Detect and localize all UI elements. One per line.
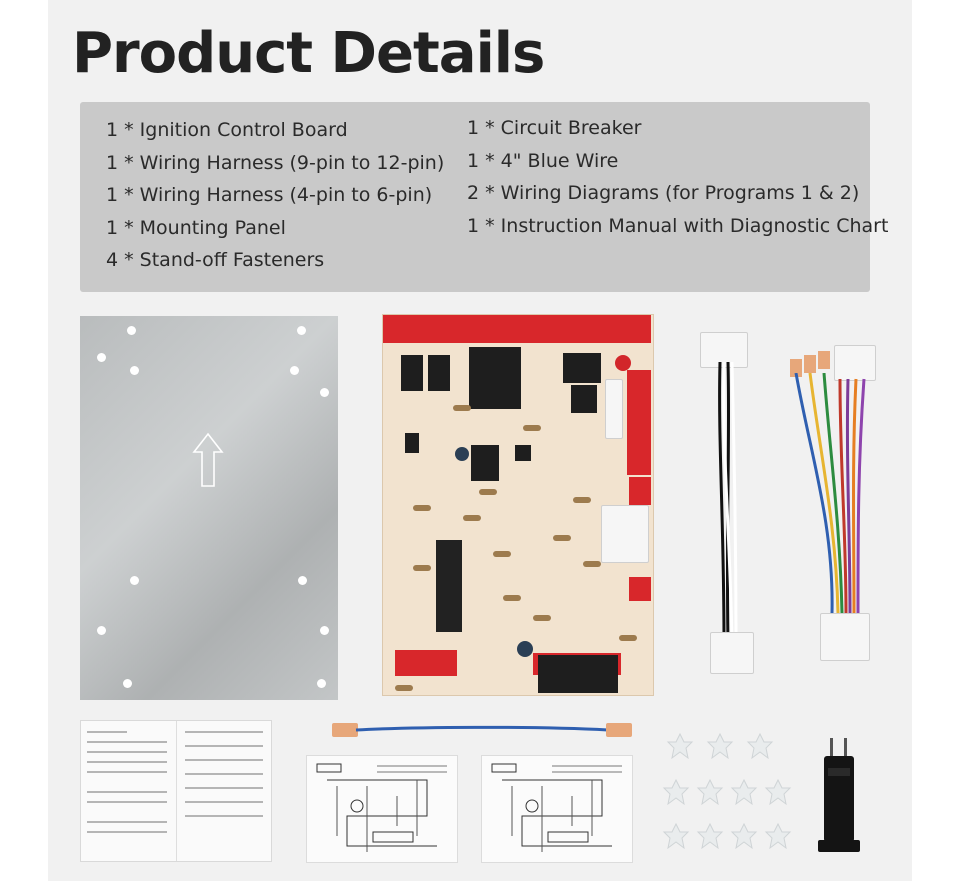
capacitor (517, 641, 533, 657)
connector (820, 613, 870, 661)
list-item: 4 * Stand-off Fasteners (106, 249, 325, 271)
list-item: 1 * Wiring Harness (9-pin to 12-pin) (106, 151, 445, 174)
board-ds-strip (395, 650, 457, 676)
board-top-terminal-strip (383, 315, 651, 343)
manual-line (87, 801, 167, 803)
panel-hole (130, 576, 139, 585)
connector (605, 379, 623, 439)
transistor (571, 385, 597, 413)
spade-terminal (804, 355, 816, 373)
wiring-diagram-1-image (306, 755, 458, 863)
board-24v-strip (629, 477, 651, 505)
panel-hole (320, 388, 329, 397)
circuit-breaker-image (818, 738, 860, 852)
list-item: 1 * Ignition Control Board (106, 119, 348, 141)
manual-line (87, 831, 167, 833)
manual-line (87, 761, 167, 763)
manual-line (87, 791, 167, 793)
manual-line (185, 759, 263, 761)
relay (563, 353, 601, 383)
spade-terminal (818, 351, 830, 369)
microcontroller-chip (436, 540, 462, 632)
panel-hole (130, 366, 139, 375)
stand-off-fasteners-image (663, 733, 791, 849)
contents-right-column: 1 * Circuit Breaker 1 * 4" Blue Wire 2 *… (467, 112, 888, 242)
panel-hole (297, 326, 306, 335)
list-item: 1 * Mounting Panel (106, 216, 286, 239)
manual-line (185, 773, 263, 775)
panel-hole (317, 679, 326, 688)
panel-hole (290, 366, 299, 375)
panel-hole (97, 626, 106, 635)
arrow-up-icon (192, 432, 224, 487)
page-title: Product Details (72, 21, 545, 86)
manual-line (87, 751, 167, 753)
manual-line (87, 771, 167, 773)
manual-line (87, 731, 127, 733)
spade-terminal (790, 359, 802, 377)
relay (401, 355, 423, 391)
relay (428, 355, 450, 391)
contents-list-box: 1 * Ignition Control Board 1 * Wiring Ha… (80, 102, 888, 292)
board-right-terminal-strip (627, 370, 651, 475)
list-item: 1 * 4" Blue Wire (467, 149, 619, 172)
resistor (583, 561, 601, 567)
wiring-diagram-2-image (481, 755, 633, 863)
panel-hole (127, 326, 136, 335)
manual-line (185, 815, 263, 817)
manual-line (185, 787, 263, 789)
manual-line (87, 821, 167, 823)
manual-fold (176, 721, 177, 861)
relay (469, 347, 521, 409)
manual-line (185, 731, 263, 733)
resistor (413, 565, 431, 571)
resistor (493, 551, 511, 557)
ic (515, 445, 531, 461)
panel-hole (123, 679, 132, 688)
resistor (573, 497, 591, 503)
resistor (463, 515, 481, 521)
list-item: 2 * Wiring Diagrams (for Programs 1 & 2) (467, 182, 860, 204)
manual-line (185, 801, 263, 803)
ignition-control-board-image (382, 314, 654, 696)
12-pin-connector (601, 505, 649, 563)
connector (710, 632, 754, 674)
harness-wires (794, 373, 866, 613)
wiring-harness-9-to-12-pin-image (790, 345, 880, 665)
resistor (413, 505, 431, 511)
mounting-panel-image (80, 316, 338, 700)
manual-line (185, 745, 263, 747)
resistor (533, 615, 551, 621)
list-item: 1 * Circuit Breaker (467, 117, 642, 139)
dip-switch (405, 433, 419, 453)
resistor (619, 635, 637, 641)
blue-wire-image (332, 723, 632, 737)
manual-line (87, 741, 167, 743)
list-item: 1 * Instruction Manual with Diagnostic C… (467, 214, 889, 237)
screw-terminal-block (538, 655, 618, 693)
harness-wires (718, 362, 738, 642)
contents-left-column: 1 * Ignition Control Board 1 * Wiring Ha… (106, 114, 444, 277)
panel-hole (320, 626, 329, 635)
resistor (479, 489, 497, 495)
relay (471, 445, 499, 481)
panel-hole (298, 576, 307, 585)
resistor (523, 425, 541, 431)
wiring-harness-4-to-6-pin-image (700, 332, 754, 677)
diagram-schematic (316, 763, 447, 852)
resistor (453, 405, 471, 411)
capacitor (455, 447, 469, 461)
list-item: 1 * Wiring Harness (4-pin to 6-pin) (106, 184, 433, 206)
panel-hole (97, 353, 106, 362)
diagram-schematic (491, 763, 622, 852)
resistor (553, 535, 571, 541)
capacitor (615, 355, 631, 371)
board-fs-strip (629, 577, 651, 601)
resistor (395, 685, 413, 691)
resistor (503, 595, 521, 601)
instruction-manual-image (80, 720, 272, 862)
